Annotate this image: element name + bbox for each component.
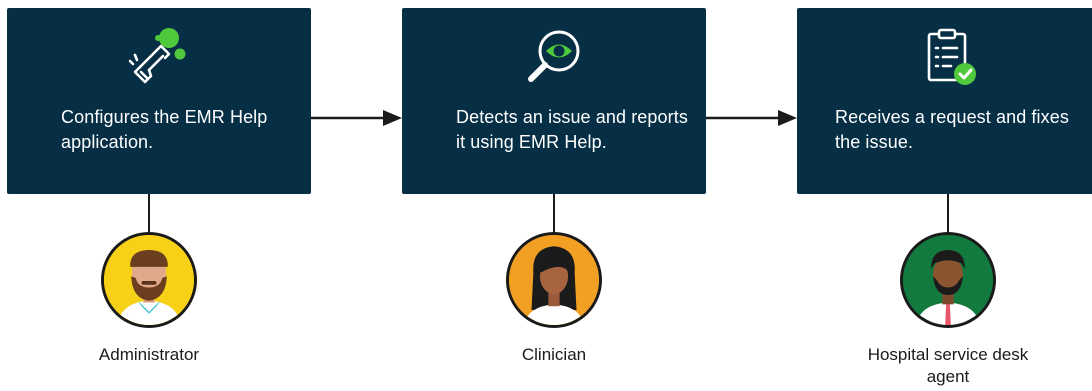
clipboard-check-icon xyxy=(917,26,981,90)
avatar-administrator xyxy=(101,232,197,328)
magnifier-eye-icon xyxy=(522,26,586,90)
role-label-service-desk-agent: Hospital service desk agent xyxy=(867,345,1029,386)
step-description: Configures the EMR Help application. xyxy=(61,107,268,152)
step-box-administrator: Configures the EMR Help application. xyxy=(7,8,311,194)
flow-arrow xyxy=(311,108,402,128)
step-description: Detects an issue and reports it using EM… xyxy=(456,107,688,152)
step-description: Receives a request and fixes the issue. xyxy=(835,107,1069,152)
connector-line xyxy=(148,194,150,234)
step-box-service-desk-agent: Receives a request and fixes the issue. xyxy=(797,8,1092,194)
hand-click-icon xyxy=(127,26,191,90)
avatar-service-desk-agent xyxy=(900,232,996,328)
connector-line xyxy=(553,194,555,234)
step-box-clinician: Detects an issue and reports it using EM… xyxy=(402,8,706,194)
connector-line xyxy=(947,194,949,234)
flow-arrow xyxy=(706,108,797,128)
avatar-clinician xyxy=(506,232,602,328)
role-label-clinician: Clinician xyxy=(521,345,587,364)
role-label-administrator: Administrator xyxy=(98,345,200,364)
